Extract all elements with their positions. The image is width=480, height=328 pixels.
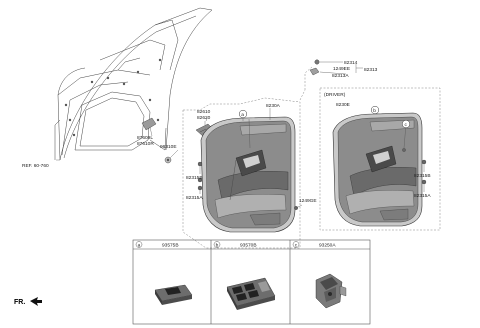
label-1249GE: 1249GE bbox=[299, 198, 317, 204]
label-1249EE: 1249EE bbox=[333, 66, 350, 72]
driver-group-box bbox=[319, 87, 441, 231]
screw-assembly bbox=[299, 59, 363, 101]
door-handle-switch bbox=[315, 273, 347, 309]
label-driver-82315A: 82315A bbox=[414, 193, 431, 199]
inset-c-part: 93250A bbox=[319, 243, 336, 249]
label-driver-82315B: 82315B bbox=[414, 173, 431, 179]
driver-door-trim-panel bbox=[332, 112, 423, 227]
driver-panel-fasteners bbox=[402, 148, 427, 185]
label-87610R: 87610R bbox=[137, 141, 154, 147]
label-96310E: 96310E bbox=[160, 144, 177, 150]
main-group-boundary bbox=[182, 97, 301, 249]
label-8230A: 8230A bbox=[266, 103, 281, 109]
svg-text:b: b bbox=[373, 108, 376, 114]
label-driver: (DRIVER) bbox=[324, 92, 346, 98]
inset-cell-c: c 93250A bbox=[292, 241, 347, 309]
marker-a: a bbox=[238, 109, 248, 119]
inset-a-letter: a bbox=[138, 243, 141, 248]
label-driver-8230E: 8230E bbox=[336, 102, 350, 108]
front-label: FR. bbox=[14, 299, 25, 306]
svg-text:a: a bbox=[241, 113, 244, 118]
label-82313: 82313 bbox=[364, 67, 378, 73]
door-trim-panel bbox=[200, 116, 296, 233]
inset-parts-table: a 93575B b 93570B bbox=[132, 239, 371, 325]
label-82620: 82620 bbox=[197, 115, 211, 121]
inset-cell-a: a 93575B bbox=[135, 241, 193, 305]
panel-fasteners bbox=[197, 161, 298, 210]
label-82315A: 82315A bbox=[186, 195, 203, 201]
label-82314: 82314 bbox=[344, 60, 358, 66]
label-82313A: 82313A bbox=[332, 73, 349, 79]
door-trim-clip bbox=[141, 117, 157, 137]
inset-b-letter: b bbox=[216, 242, 219, 248]
label-82610: 82610 bbox=[197, 109, 211, 115]
frame-holes bbox=[64, 58, 162, 137]
label-ref: REF. 60-760 bbox=[22, 163, 49, 169]
label-82315B: 82315B bbox=[186, 175, 203, 181]
single-window-switch bbox=[154, 284, 193, 305]
marker-b: b bbox=[370, 105, 380, 115]
grommet bbox=[164, 149, 179, 164]
leader-lines bbox=[56, 108, 271, 194]
svg-text:c: c bbox=[405, 123, 408, 128]
inset-a-part: 93575B bbox=[162, 243, 179, 249]
label-87609L: 87609L bbox=[137, 135, 153, 141]
front-direction-marker: FR. bbox=[14, 297, 42, 306]
marker-c: c bbox=[401, 119, 411, 129]
inset-c-letter: c bbox=[295, 243, 298, 248]
inset-b-part: 93570B bbox=[240, 243, 257, 249]
master-window-switch bbox=[226, 277, 276, 310]
inset-cell-b: b 93570B bbox=[213, 241, 276, 310]
front-arrow-icon bbox=[30, 297, 42, 306]
vehicle-door-frame bbox=[54, 7, 213, 161]
